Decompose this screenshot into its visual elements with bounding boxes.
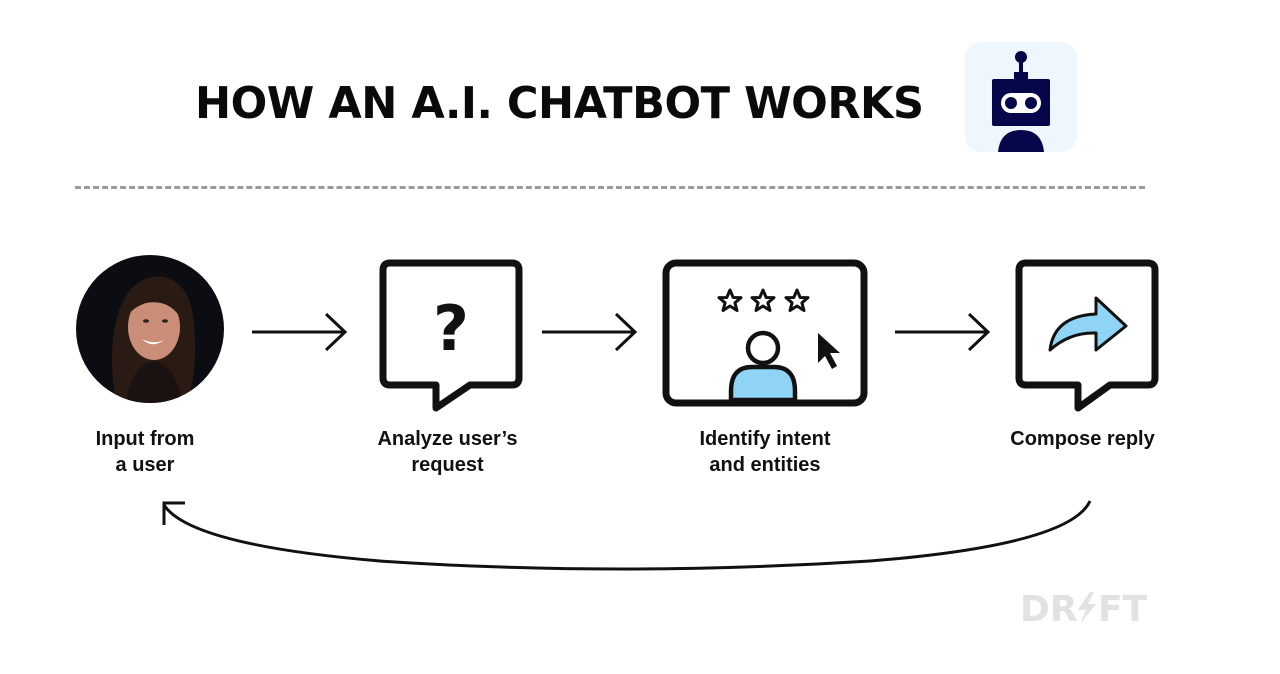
arrow-right-icon xyxy=(252,312,348,352)
dashed-divider xyxy=(75,186,1145,189)
screen-rating-user-cursor-icon xyxy=(662,259,868,407)
arrow-right-icon xyxy=(895,312,991,352)
svg-text:FT: FT xyxy=(1098,589,1148,628)
person-icon xyxy=(728,330,798,403)
step-label-identify: Identify intent and entities xyxy=(699,428,831,476)
question-speech-bubble-icon: ? xyxy=(379,259,523,412)
star-icon xyxy=(750,288,776,312)
cursor-icon xyxy=(818,333,840,369)
svg-text:?: ? xyxy=(433,292,469,365)
drift-logo: DR FT xyxy=(1020,589,1148,628)
user-avatar xyxy=(76,255,224,403)
step-label-input: Input from a user xyxy=(95,428,195,476)
page-title: HOW AN A.I. CHATBOT WORKS xyxy=(195,78,924,129)
step-label-analyze: Analyze user’s request xyxy=(377,428,518,476)
star-icon xyxy=(717,288,743,312)
loop-back-arrow xyxy=(162,500,1092,571)
robot-icon xyxy=(992,51,1050,152)
star-icon xyxy=(784,288,810,312)
robot-logo xyxy=(965,42,1077,152)
reply-arrow-speech-bubble-icon xyxy=(1015,259,1159,412)
svg-text:DR: DR xyxy=(1020,589,1078,628)
lightning-bolt-icon xyxy=(1078,592,1096,624)
arrow-right-icon xyxy=(542,312,638,352)
step-label-compose: Compose reply xyxy=(1010,428,1155,450)
